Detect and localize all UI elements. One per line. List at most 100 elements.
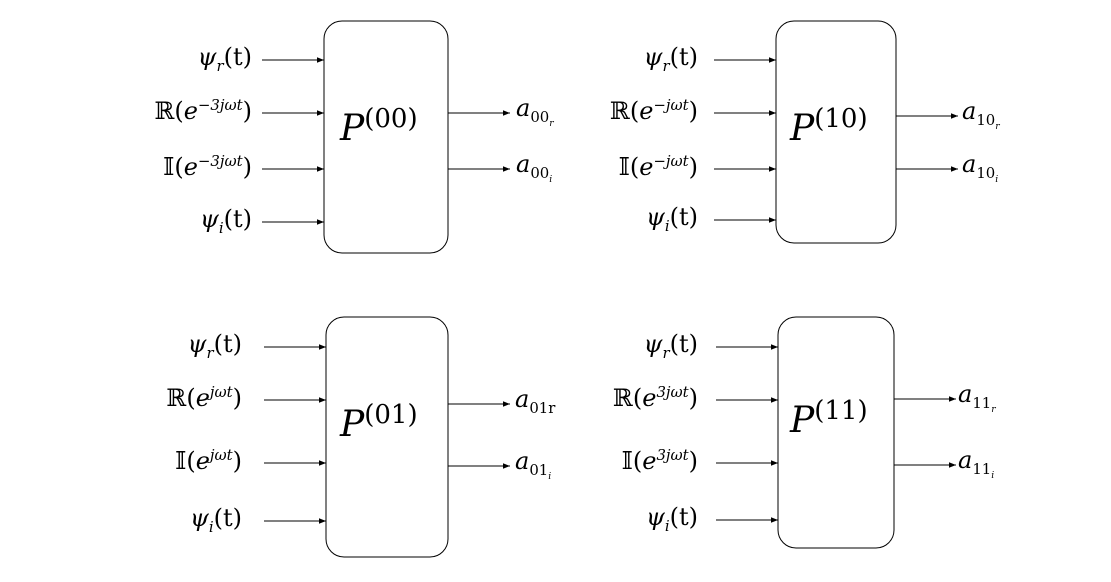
input-label: ψr(t) xyxy=(558,330,698,362)
output-subscript: 01r xyxy=(529,399,555,417)
output-label: a11i xyxy=(958,446,994,481)
input-suffix: (t) xyxy=(213,330,242,358)
output-subsubscript: i xyxy=(548,470,552,482)
input-symbol: ψ xyxy=(190,504,209,532)
block-label-base: P xyxy=(790,108,815,149)
output-label: a01r xyxy=(515,385,555,417)
block-11 xyxy=(777,316,895,549)
input-subscript: r xyxy=(662,56,670,75)
input-suffix: ) xyxy=(232,384,242,412)
block-label-base: P xyxy=(790,400,815,441)
output-symbol: a xyxy=(515,385,530,413)
output-symbol: a xyxy=(962,150,977,178)
input-exponent: −3jωt xyxy=(197,96,243,114)
input-symbol: e xyxy=(195,384,210,412)
output-label: a10r xyxy=(962,97,1000,132)
output-subscript-text: 00 xyxy=(530,107,550,126)
output-subsubscript: r xyxy=(995,120,1000,132)
output-subscript-text: 10 xyxy=(976,163,996,182)
input-function: ℝ( xyxy=(154,97,184,125)
input-exponent: −3jωt xyxy=(197,152,243,170)
input-symbol: e xyxy=(183,97,198,125)
output-subscript: 00r xyxy=(530,107,553,129)
input-function: 𝕀( xyxy=(175,447,196,475)
input-label: ψi(t) xyxy=(102,504,242,536)
input-label: ℝ(ejωt) xyxy=(102,383,242,412)
output-subscript-text: 11 xyxy=(972,393,992,412)
input-label: 𝕀(ejωt) xyxy=(102,446,242,475)
output-subscript-text: 00 xyxy=(530,163,550,182)
output-subscript-text: 01r xyxy=(529,398,556,417)
input-label: ψi(t) xyxy=(558,503,698,535)
input-suffix: ) xyxy=(242,97,252,125)
block-label: P(01) xyxy=(340,400,418,445)
output-subscript-text: 10 xyxy=(976,110,996,129)
input-suffix: (t) xyxy=(213,504,242,532)
output-label: a11r xyxy=(958,380,996,415)
input-symbol: e xyxy=(642,384,657,412)
block-label-superscript: (10) xyxy=(814,104,868,134)
input-label: ℝ(e−jωt) xyxy=(558,96,698,125)
output-subscript-text: 11 xyxy=(972,459,992,478)
input-function: ℝ( xyxy=(166,384,196,412)
input-label: ψr(t) xyxy=(102,330,242,362)
input-subscript: r xyxy=(206,343,214,362)
input-suffix: (t) xyxy=(669,43,698,71)
output-symbol: a xyxy=(958,380,973,408)
output-symbol: a xyxy=(962,97,977,125)
block-label-superscript: (01) xyxy=(364,400,418,430)
block-label: P(11) xyxy=(790,396,868,441)
input-exponent: jωt xyxy=(209,383,233,401)
input-function: ℝ( xyxy=(609,97,640,125)
input-suffix: ) xyxy=(688,97,698,125)
input-subscript: i xyxy=(664,216,670,235)
output-subscript: 10i xyxy=(976,163,999,185)
input-label: ψi(t) xyxy=(558,203,698,235)
input-suffix: ) xyxy=(688,384,698,412)
input-function: ℝ( xyxy=(612,384,643,412)
input-suffix: ) xyxy=(242,153,252,181)
input-exponent: jωt xyxy=(209,446,233,464)
input-symbol: ψ xyxy=(646,503,665,531)
input-function: 𝕀( xyxy=(618,153,640,181)
output-subscript: 01i xyxy=(529,460,552,482)
input-symbol: e xyxy=(183,153,198,181)
input-symbol: e xyxy=(639,153,654,181)
output-subsubscript: i xyxy=(995,173,999,185)
input-label: ψr(t) xyxy=(558,43,698,75)
output-symbol: a xyxy=(515,447,530,475)
input-exponent: −jωt xyxy=(653,96,689,114)
input-subscript: i xyxy=(218,218,224,237)
block-label-base: P xyxy=(340,108,365,149)
input-symbol: ψ xyxy=(197,43,217,71)
block-10 xyxy=(775,20,897,244)
input-subscript: i xyxy=(664,516,670,535)
output-symbol: a xyxy=(516,150,531,178)
input-label: 𝕀(e3jωt) xyxy=(558,446,698,475)
block-label: P(10) xyxy=(790,104,868,149)
output-subscript: 11r xyxy=(972,393,996,415)
output-subscript: 11i xyxy=(972,459,995,481)
output-label: a00i xyxy=(516,150,552,185)
block-label: P(00) xyxy=(340,104,418,149)
output-subsubscript: i xyxy=(991,469,995,481)
input-suffix: (t) xyxy=(669,203,698,231)
input-exponent: 3jωt xyxy=(656,383,689,401)
input-suffix: (t) xyxy=(223,205,252,233)
input-subscript: r xyxy=(662,343,670,362)
input-exponent: −jωt xyxy=(653,152,689,170)
output-subsubscript: r xyxy=(991,403,996,415)
output-subscript-text: 01 xyxy=(529,460,549,479)
output-label: a01i xyxy=(515,447,551,482)
block-01 xyxy=(325,316,449,558)
input-suffix: (t) xyxy=(669,503,698,531)
block-00 xyxy=(323,20,449,254)
input-function: 𝕀( xyxy=(621,447,643,475)
input-label: ℝ(e−3jωt) xyxy=(112,96,252,125)
block-label-base: P xyxy=(340,404,365,445)
input-label: ψr(t) xyxy=(112,43,252,75)
block-label-superscript: (00) xyxy=(364,104,418,134)
input-symbol: ψ xyxy=(646,203,665,231)
input-suffix: (t) xyxy=(669,330,698,358)
input-exponent: 3jωt xyxy=(656,446,689,464)
